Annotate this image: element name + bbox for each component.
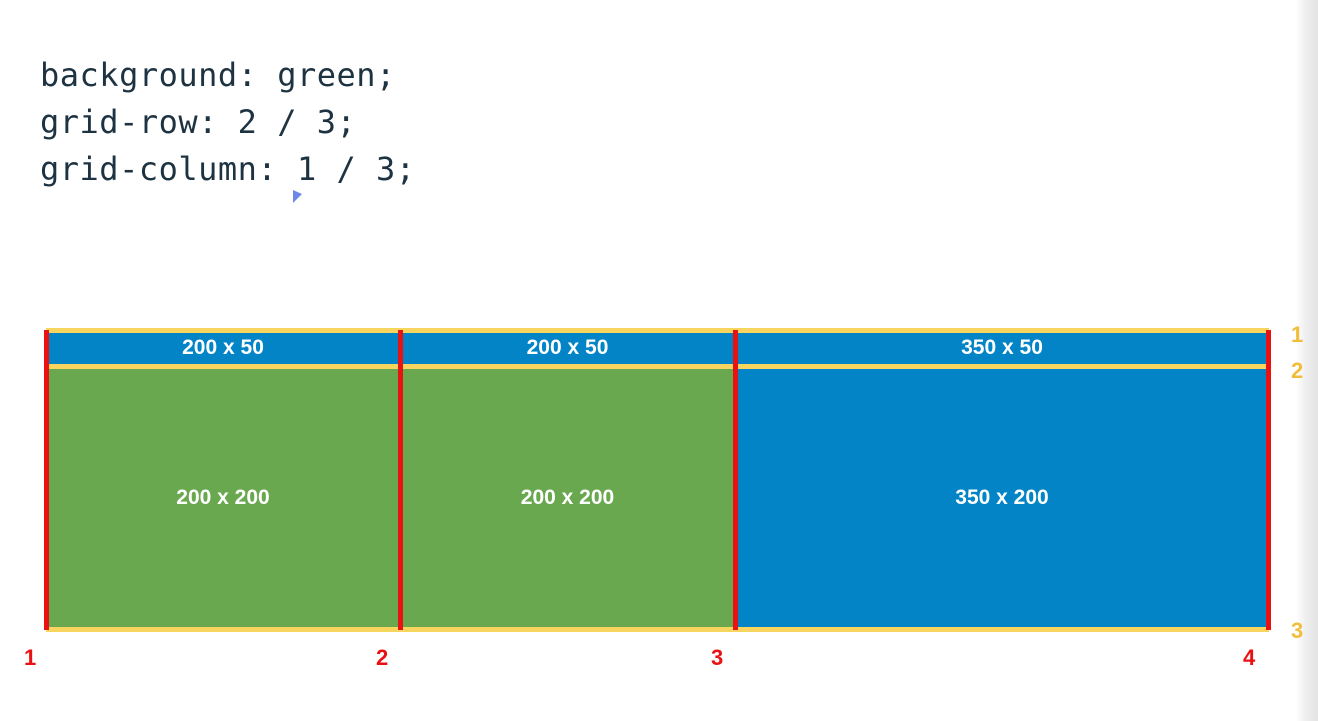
column-line-number-1: 1	[24, 645, 37, 670]
grid-cell-r1-c1: 200 x 50	[46, 330, 400, 366]
grid-cell-r2-c3: 350 x 200	[735, 366, 1269, 630]
mouse-pointer-icon	[293, 190, 302, 203]
column-line-2	[398, 330, 403, 630]
code-line-grid-column: grid-column: 1 / 3;	[40, 150, 416, 188]
column-line-number-4: 4	[1243, 645, 1256, 670]
row-line-number-1: 1	[1291, 322, 1304, 347]
code-line-grid-row: grid-row: 2 / 3;	[40, 103, 357, 141]
row-line-1	[46, 328, 1269, 333]
column-line-3	[733, 330, 738, 630]
grid-diagram: 200 x 50 200 x 50 350 x 50 200 x 200 200…	[44, 328, 1271, 632]
column-line-4	[1266, 330, 1271, 630]
grid-cell-r2-c2: 200 x 200	[400, 366, 735, 630]
column-line-1	[44, 330, 49, 630]
css-code-block: background: green; grid-row: 2 / 3; grid-c…	[40, 52, 416, 193]
row-line-3	[46, 627, 1269, 632]
row-line-number-2: 2	[1291, 358, 1304, 383]
grid-cell-r1-c2: 200 x 50	[400, 330, 735, 366]
column-line-number-3: 3	[711, 645, 724, 670]
column-line-number-2: 2	[376, 645, 389, 670]
grid-cell-r1-c3: 350 x 50	[735, 330, 1269, 366]
code-line-background: background: green;	[40, 56, 396, 94]
scrollbar-edge[interactable]	[1296, 0, 1318, 721]
row-line-2	[46, 364, 1269, 369]
grid-cell-r2-c1: 200 x 200	[46, 366, 400, 630]
row-line-number-3: 3	[1291, 618, 1304, 643]
